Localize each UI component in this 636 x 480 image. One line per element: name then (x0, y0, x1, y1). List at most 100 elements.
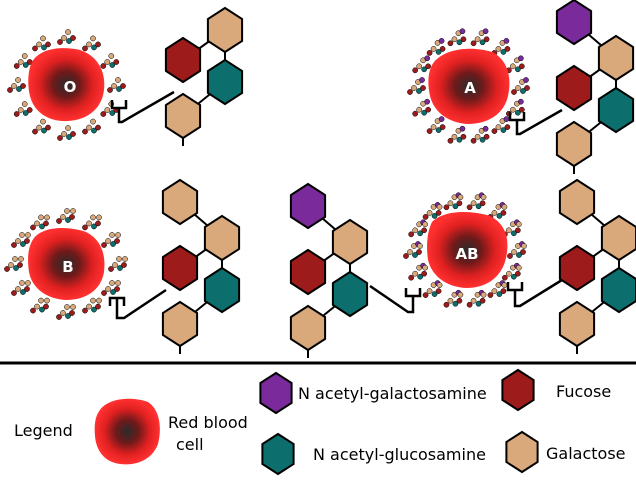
galactose-dot (480, 194, 487, 201)
fucose-dot (500, 210, 507, 216)
fucose-dot (507, 253, 513, 259)
legend-fucose-label: Fucose (556, 382, 611, 401)
galactose-dot (495, 46, 502, 52)
cell-label-a: A (464, 79, 476, 97)
fucose-dot (403, 253, 409, 259)
connector-o (110, 90, 175, 124)
glycan-chain (558, 178, 636, 354)
n-acetyl-glucosamine-dot (39, 223, 45, 230)
glycan-chain (164, 6, 244, 146)
fucose-dot (70, 35, 76, 41)
fucose-dot (32, 45, 38, 52)
fucose-dot (13, 111, 20, 117)
cell-label-ab: AB (455, 245, 478, 263)
n-acetyl-galactosamine-dot (424, 98, 430, 105)
fucose-dot (520, 249, 526, 255)
galactose-dot (40, 35, 46, 42)
galactose-dot (61, 35, 67, 41)
fucose-dot (479, 297, 486, 304)
legend-n-acetyl-galactosamine-icon (259, 371, 293, 415)
legend-fucose-icon (501, 368, 535, 412)
n-acetyl-galactosamine-dot (419, 77, 425, 83)
fucose-dot (57, 135, 63, 141)
antigen-sprig (412, 98, 431, 117)
galactose-dot (96, 214, 102, 221)
antigen-sprig (82, 35, 101, 52)
galactose-dot (115, 232, 121, 238)
fucose-dot (108, 266, 114, 272)
n-acetyl-glucosamine-dot (500, 49, 507, 55)
fucose-dot (30, 224, 36, 231)
n-acetyl-glucosamine-dot (417, 273, 423, 280)
fucose-dot (107, 87, 113, 93)
n-acetyl-glucosamine-dot (416, 88, 422, 94)
fucose-dot (504, 46, 511, 52)
n-acetyl-glucosamine-dot (452, 300, 459, 307)
fucose-dot (101, 290, 107, 296)
galactose-dot (506, 227, 512, 234)
fucose-dot (435, 288, 442, 294)
galactose-dot (64, 304, 70, 310)
galactose-hexagon (597, 34, 635, 82)
fucose-dot (435, 210, 442, 216)
galactose-dot (60, 310, 66, 316)
galactose-dot (457, 194, 464, 201)
red-blood-cell-a: A (428, 48, 510, 124)
antigen-sprig (82, 214, 102, 231)
n-acetyl-glucosamine-dot (65, 313, 71, 319)
fucose-dot (56, 314, 62, 320)
fucose-dot (483, 36, 490, 43)
n-acetyl-glucosamine-dot (417, 230, 423, 237)
fucose-dot (460, 133, 467, 140)
glycan-chains (161, 0, 636, 358)
fucose-dot (460, 36, 467, 43)
n-acetyl-glucosamine-dot (116, 86, 122, 92)
n-acetyl-galactosamine-hexagon (555, 0, 593, 46)
n-acetyl-galactosamine-dot (503, 38, 510, 44)
galactose-dot (451, 36, 458, 43)
galactose-dot (112, 262, 118, 268)
galactose-dot (506, 270, 512, 277)
fucose-dot (69, 214, 75, 220)
n-acetyl-glucosamine-dot (431, 291, 438, 297)
fucose-dot (120, 83, 126, 89)
galactose-dot (36, 41, 42, 48)
fucose-dot (121, 262, 127, 268)
galactose-dot (474, 133, 481, 140)
fucose-dot (412, 110, 418, 117)
antigen-sprig (426, 38, 446, 56)
n-acetyl-glucosamine-dot (109, 110, 116, 116)
galactose-hexagon (331, 218, 369, 266)
n-acetyl-galactosamine-hexagon (289, 182, 327, 230)
galactose-dot (422, 264, 428, 271)
galactose-dot (115, 280, 121, 286)
glycan-chain (161, 178, 241, 354)
n-acetyl-glucosamine-dot (475, 300, 482, 307)
antigen-sprig (101, 280, 121, 296)
n-acetyl-glucosamine-dot (110, 241, 116, 247)
fucose-dot (114, 286, 120, 292)
galactose-dot (447, 200, 454, 207)
galactose-dot (86, 124, 92, 131)
fucose-hexagon (289, 248, 327, 296)
fucose-dot (24, 238, 30, 244)
galactose-dot (411, 85, 417, 91)
fucose-dot (407, 89, 413, 95)
galactose-dot (436, 282, 443, 288)
fucose-hexagon (555, 64, 593, 112)
n-acetyl-galactosamine-dot (523, 77, 529, 83)
legend-n-acetyl-galactosamine-label: N acetyl-galactosamine (298, 384, 487, 403)
n-acetyl-glucosamine-dot (20, 289, 26, 295)
galactose-dot (447, 297, 454, 304)
fucose-dot (17, 262, 23, 268)
galactose-dot (491, 210, 498, 216)
legend-galactose-label: Galactose (546, 444, 626, 463)
antigen-sprig (4, 256, 24, 272)
n-acetyl-galactosamine-dot (438, 116, 445, 122)
fucose-dot (426, 128, 433, 134)
fucose-dot (95, 41, 101, 48)
galactose-dot (495, 124, 502, 130)
galactose-dot (108, 53, 115, 59)
fucose-hexagon (161, 244, 199, 292)
fucose-dot (11, 290, 17, 296)
